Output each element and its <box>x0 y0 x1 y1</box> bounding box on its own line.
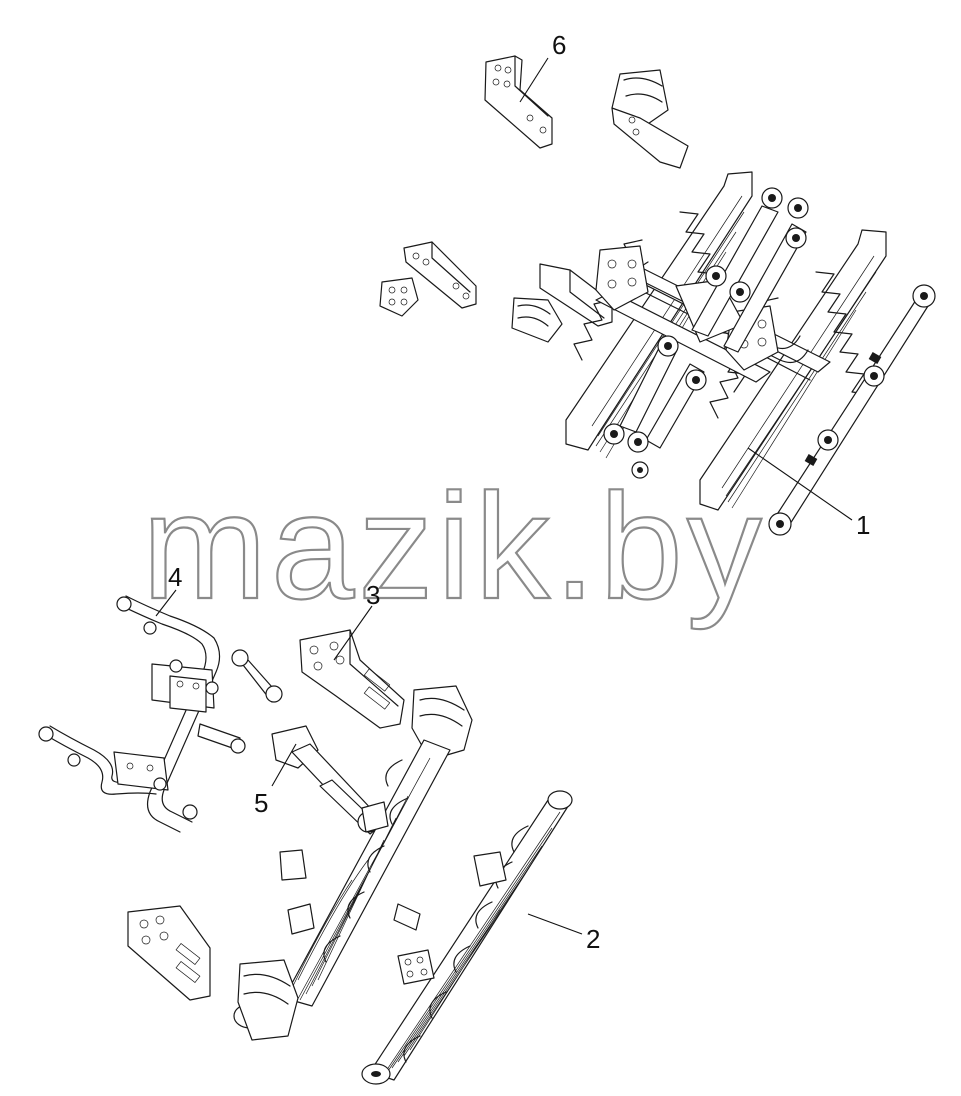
part-2-leaf-spring <box>361 790 573 1085</box>
leader-2 <box>527 913 583 935</box>
part-1-rear-suspension <box>565 171 936 536</box>
part-4-stabilizer <box>38 595 283 833</box>
callout-2: 2 <box>586 924 600 954</box>
callout-5: 5 <box>254 788 268 818</box>
leader-6 <box>519 57 549 103</box>
leader-4 <box>155 589 177 617</box>
part-6-brackets <box>379 55 689 343</box>
leader-1 <box>747 447 853 521</box>
leader-5 <box>271 743 297 787</box>
callout-3: 3 <box>366 580 380 610</box>
callout-4: 4 <box>168 562 182 592</box>
callout-6: 6 <box>552 30 566 60</box>
callout-1: 1 <box>856 510 870 540</box>
front-leaf-spring-left <box>127 739 451 1041</box>
callouts: 6 1 4 3 5 2 <box>155 30 870 954</box>
part-3-bracket <box>299 629 473 761</box>
leader-3 <box>333 605 373 661</box>
watermark: mazik.by <box>142 462 766 630</box>
